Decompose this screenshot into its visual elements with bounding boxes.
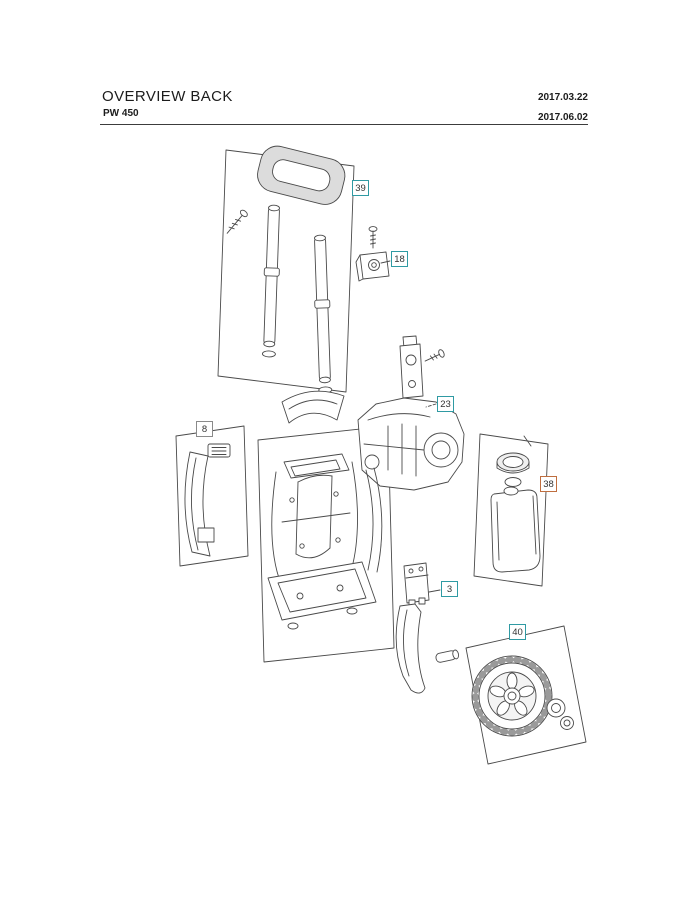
support-leg-drawing [395, 603, 426, 694]
cable-clamp-drawing [355, 251, 390, 282]
clamp-screw-drawing [368, 226, 378, 249]
side-panel-drawing [184, 443, 231, 557]
handle-grip-drawing [257, 145, 346, 205]
part-callout-23[interactable]: 23 [437, 396, 454, 412]
support-bracket-drawing [399, 335, 424, 399]
pump-housing-drawing [357, 397, 465, 491]
model-number: PW 450 [103, 108, 139, 119]
part-callout-8[interactable]: 8 [196, 421, 213, 437]
leader-3 [428, 589, 441, 593]
callout-leaders [380, 260, 441, 593]
wheel-drawing [471, 655, 553, 737]
chassis-group-boundary [257, 425, 395, 663]
wheel-group-boundary [465, 625, 587, 765]
bracket-screw-drawing [424, 349, 445, 362]
header-divider [100, 124, 588, 125]
handle-screw-drawing [226, 209, 248, 234]
part-callout-38[interactable]: 38 [540, 476, 557, 492]
axle-pin-drawing [435, 649, 460, 663]
date-top: 2017.03.22 [537, 92, 588, 103]
side-panel-group-boundary [175, 425, 249, 567]
part-callout-39[interactable]: 39 [352, 180, 369, 196]
part-callout-18[interactable]: 18 [391, 251, 408, 267]
detergent-tank-drawing [490, 486, 541, 573]
handle-assembly-drawing [226, 145, 346, 424]
tank-cap-drawing [496, 452, 530, 487]
leader-18 [380, 260, 391, 264]
part-callout-3[interactable]: 3 [441, 581, 458, 597]
main-chassis-drawing [267, 453, 383, 630]
handle-tube-left-drawing [261, 204, 280, 358]
page-title: OVERVIEW BACK [102, 88, 233, 105]
tank-group-boundary [473, 433, 549, 587]
hub-cap-drawing [546, 698, 574, 730]
line-art-root [175, 145, 587, 765]
part-callout-40[interactable]: 40 [509, 624, 526, 640]
panel-bracket-drawing [403, 562, 430, 607]
handle-tube-right-drawing [314, 234, 333, 394]
tank-screw-drawing [523, 435, 532, 447]
leader-23 [425, 403, 437, 408]
handle-saddle-plate-drawing [281, 390, 345, 424]
date-bottom: 2017.06.02 [537, 112, 588, 123]
